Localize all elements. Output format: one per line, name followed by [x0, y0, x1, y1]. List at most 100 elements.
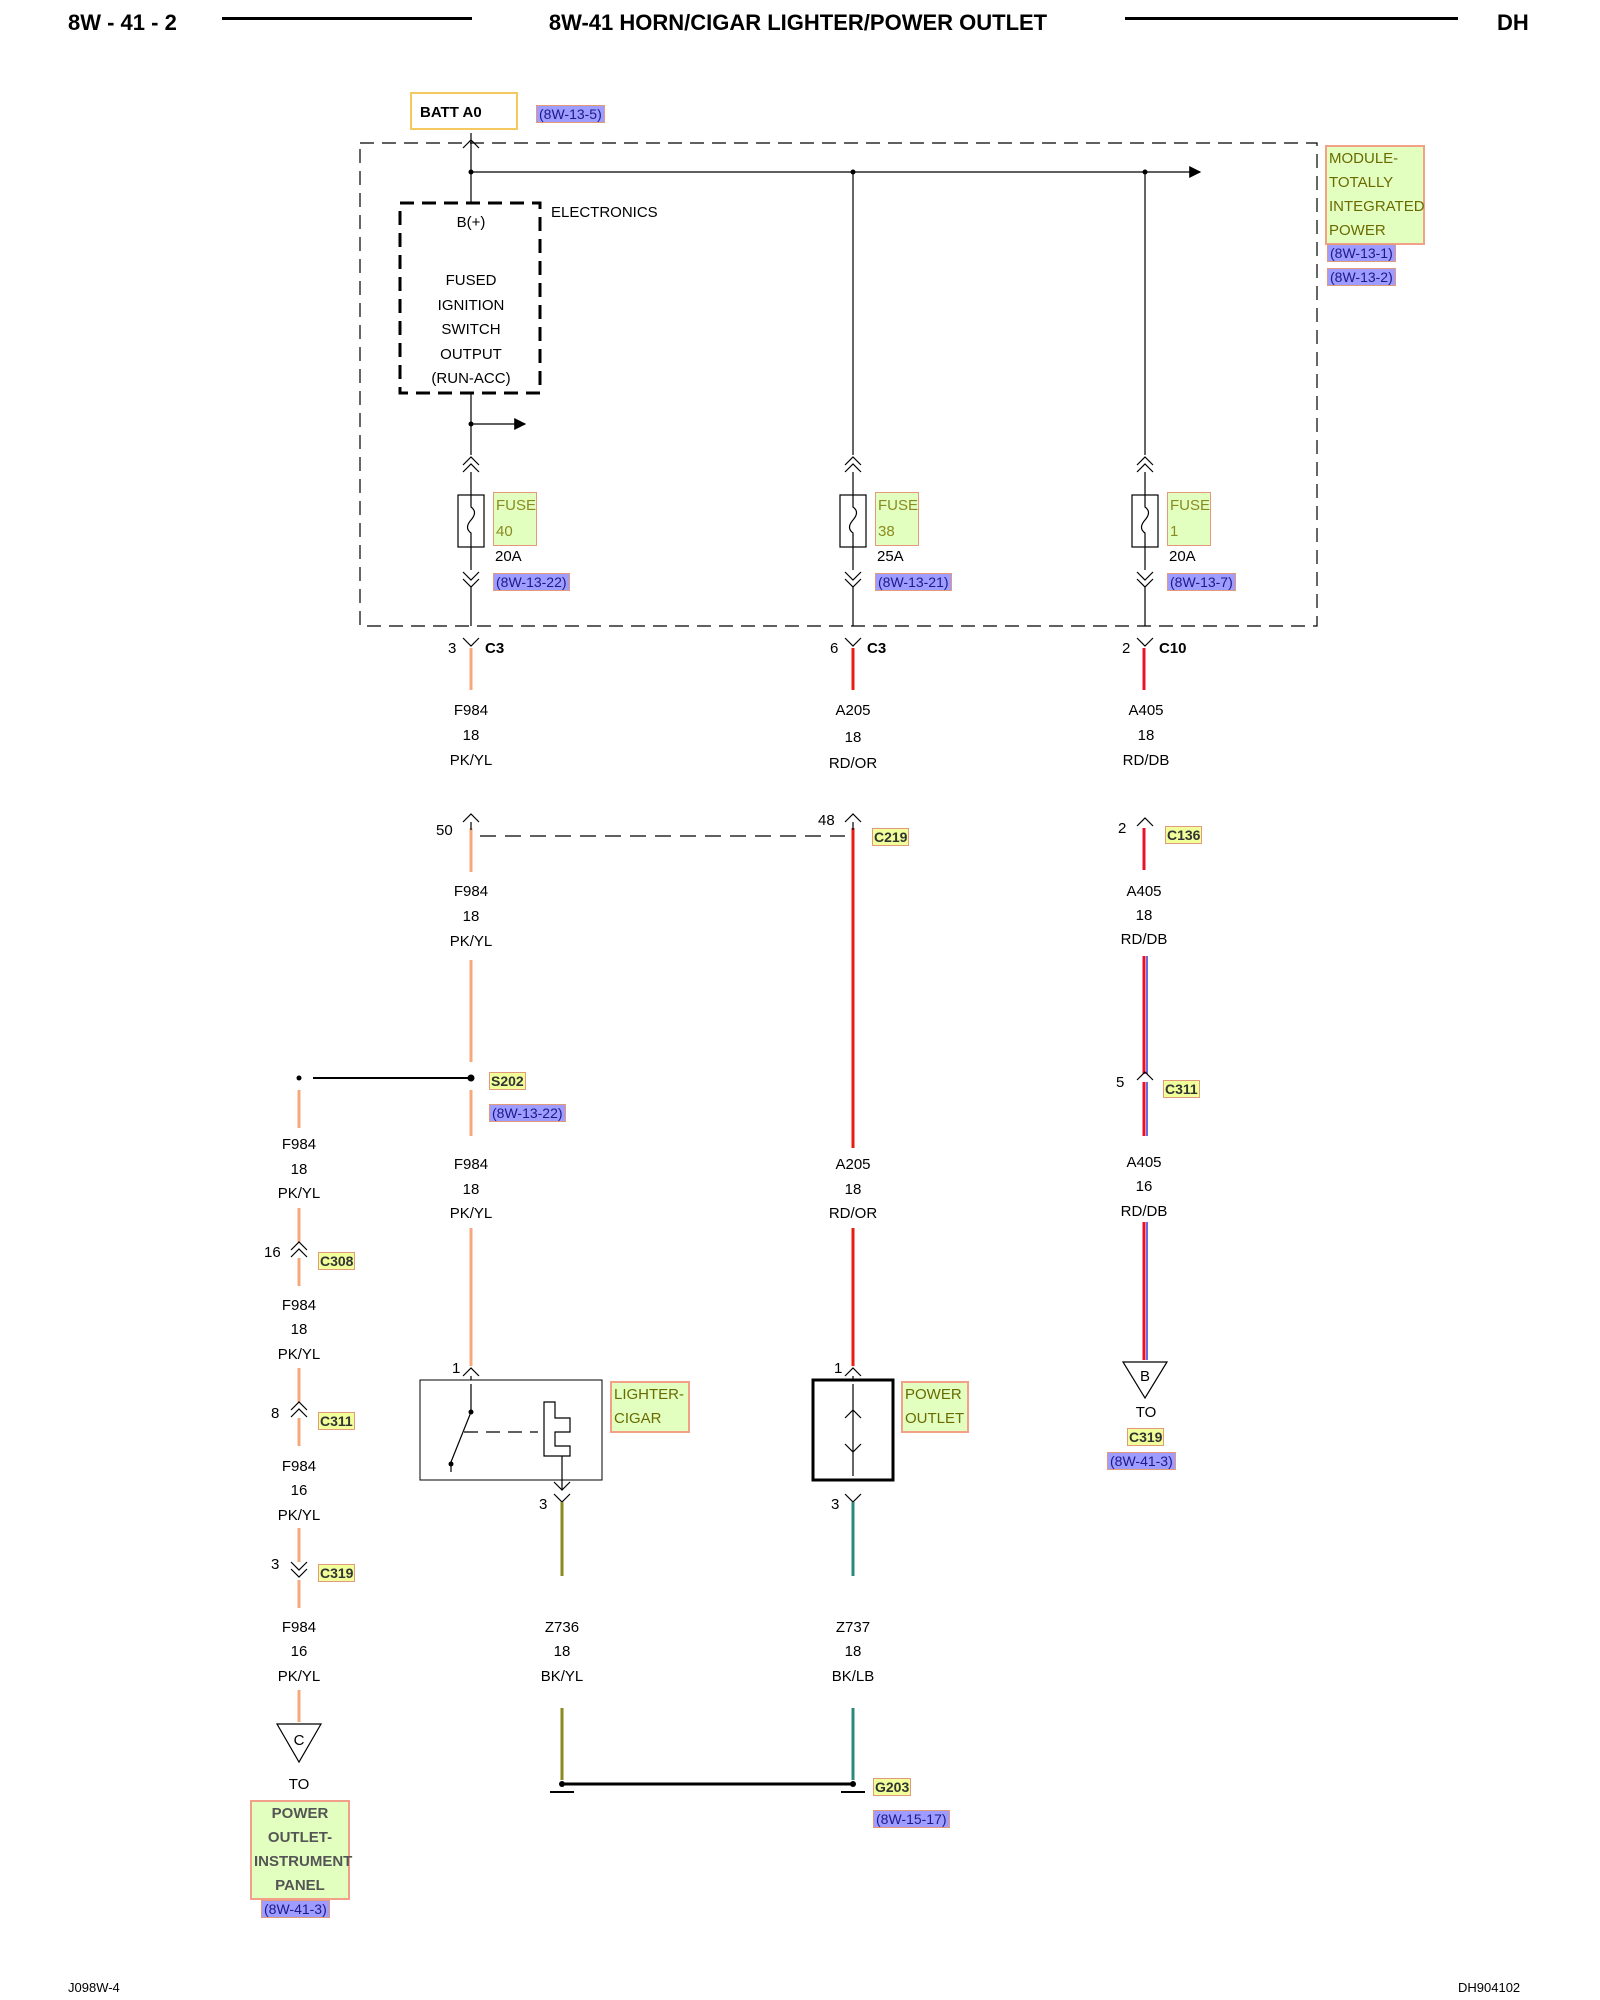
fuse-1-label: FUSE [1170, 497, 1211, 514]
offpage-b-to: TO [1135, 1404, 1157, 1421]
fuse-38-tag: FUSE 38 [875, 492, 919, 546]
c136-pin: 2 [1118, 820, 1127, 837]
c308-connector[interactable]: C308 [318, 1252, 356, 1270]
wire-f984-f-gauge: 16 [290, 1482, 308, 1499]
module-ref-2[interactable]: (8W-13-2) [1327, 268, 1396, 286]
fuse-38-label: FUSE [878, 497, 919, 514]
offpage-c-dest-line-1: POWER [271, 1805, 329, 1822]
lighter-label-box: LIGHTER- CIGAR [610, 1381, 690, 1433]
lighter-pin-in: 1 [452, 1360, 461, 1377]
electronics-label: ELECTRONICS [551, 204, 658, 221]
wire-f984-b-gauge: 18 [462, 908, 480, 925]
outlet-pin-out: 3 [831, 1496, 840, 1513]
fuse-38-ref[interactable]: (8W-13-21) [875, 573, 952, 591]
model-code: DH [1497, 10, 1529, 35]
wire-a405-a-circuit: A405 [1128, 702, 1164, 719]
batt-a0-ref[interactable]: (8W-13-5) [536, 105, 605, 123]
offpage-c-dest-line-2: OUTLET- [267, 1829, 333, 1846]
wire-z736-circuit: Z736 [544, 1619, 580, 1636]
batt-a0-label: BATT A0 [410, 92, 518, 130]
offpage-c-triangle [275, 1723, 323, 1764]
offpage-c-ref[interactable]: (8W-41-3) [261, 1900, 330, 1918]
c219-connector[interactable]: C219 [872, 828, 910, 846]
offpage-c-letter: C [293, 1732, 305, 1749]
wire-z736-gauge: 18 [553, 1643, 571, 1660]
fuse-40-rating: 20A [495, 548, 522, 565]
offpage-b-dest[interactable]: C319 [1127, 1428, 1165, 1446]
module-name-box: MODULE- TOTALLY INTEGRATED POWER [1325, 145, 1425, 245]
wire-f984-f-circuit: F984 [281, 1458, 317, 1475]
c136-connector[interactable]: C136 [1165, 826, 1203, 844]
ign-line-3: IGNITION [437, 297, 505, 314]
wire-f984-d-gauge: 18 [290, 1161, 308, 1178]
wire-f984-a-gauge: 18 [462, 727, 480, 744]
wire-a405-b-gauge: 18 [1135, 907, 1153, 924]
lighter-label-line-2: CIGAR [614, 1410, 662, 1427]
c219-pin-left: 50 [436, 822, 453, 839]
outlet-label-box: POWER OUTLET [901, 1381, 969, 1433]
header-rule-right [1125, 17, 1458, 20]
wire-a405-c-gauge: 16 [1135, 1178, 1153, 1195]
wire-f984-g-gauge: 16 [290, 1643, 308, 1660]
wire-a205-a-gauge: 18 [844, 729, 862, 746]
outlet-label-line-1: POWER [905, 1386, 962, 1403]
c3-mid-pin: 6 [830, 640, 839, 657]
fuse-1-rating: 20A [1169, 548, 1196, 565]
wire-z737-circuit: Z737 [835, 1619, 871, 1636]
wire-z736-color: BK/YL [540, 1668, 584, 1685]
wire-f984-a-color: PK/YL [449, 752, 493, 769]
s202-ref[interactable]: (8W-13-22) [489, 1104, 566, 1122]
wire-a405-b-color: RD/DB [1120, 931, 1168, 948]
page-id: 8W - 41 - 2 [68, 10, 177, 35]
wire-f984-a-circuit: F984 [453, 702, 489, 719]
offpage-c-dest-line-4: PANEL [275, 1877, 325, 1894]
module-name-line-4: POWER [1329, 222, 1386, 239]
c311-right-pin: 5 [1116, 1074, 1125, 1091]
c319-connector[interactable]: C319 [318, 1564, 356, 1582]
wire-f984-b-circuit: F984 [453, 883, 489, 900]
wire-f984-c-color: PK/YL [449, 1205, 493, 1222]
offpage-c-to: TO [288, 1776, 310, 1793]
wire-z737-gauge: 18 [844, 1643, 862, 1660]
module-ref-1[interactable]: (8W-13-1) [1327, 244, 1396, 262]
c308-pin: 16 [264, 1244, 281, 1261]
ign-line-4: SWITCH [441, 321, 501, 338]
c311-left-connector[interactable]: C311 [318, 1412, 355, 1430]
wire-a205-b-color: RD/OR [828, 1205, 878, 1222]
wire-f984-d-color: PK/YL [277, 1185, 321, 1202]
wire-a405-a-color: RD/DB [1122, 752, 1170, 769]
outlet-pin-in: 1 [834, 1360, 843, 1377]
c311-left-pin: 8 [271, 1405, 280, 1422]
lighter-body [419, 1379, 603, 1481]
header-rule-left [222, 17, 472, 20]
g203-ground[interactable]: G203 [873, 1778, 912, 1796]
c10-pin: 2 [1122, 640, 1131, 657]
s202-splice[interactable]: S202 [489, 1072, 526, 1090]
ign-line-1: B(+) [456, 214, 486, 231]
module-name-line-3: INTEGRATED [1329, 198, 1425, 215]
fuse-1-ref[interactable]: (8W-13-7) [1167, 573, 1236, 591]
wire-a405-b-circuit: A405 [1126, 883, 1162, 900]
ignition-output-block [398, 201, 542, 395]
wire-f984-e-color: PK/YL [277, 1346, 321, 1363]
wire-a405-c-circuit: A405 [1126, 1154, 1162, 1171]
wire-a405-c-color: RD/DB [1120, 1203, 1168, 1220]
wire-f984-e-gauge: 18 [290, 1321, 308, 1338]
fuse-40-ref[interactable]: (8W-13-22) [493, 573, 570, 591]
offpage-b-ref[interactable]: (8W-41-3) [1107, 1452, 1176, 1470]
wire-a205-a-circuit: A205 [835, 702, 871, 719]
offpage-c-dest-line-3: INSTRUMENT [254, 1853, 353, 1870]
page-title: 8W-41 HORN/CIGAR LIGHTER/POWER OUTLET [548, 10, 1048, 35]
g203-ref[interactable]: (8W-15-17) [873, 1810, 950, 1828]
c219-pin-right: 48 [818, 812, 835, 829]
wire-f984-f-color: PK/YL [277, 1507, 321, 1524]
wire-f984-b-color: PK/YL [449, 933, 493, 950]
wire-a205-b-circuit: A205 [835, 1156, 871, 1173]
c311-right-connector[interactable]: C311 [1163, 1080, 1200, 1098]
c3-left-pin: 3 [448, 640, 457, 657]
c3-mid-name: C3 [867, 640, 887, 657]
offpage-b-letter: B [1139, 1368, 1151, 1385]
ign-line-2: FUSED [445, 272, 497, 289]
wire-a205-b-gauge: 18 [844, 1181, 862, 1198]
